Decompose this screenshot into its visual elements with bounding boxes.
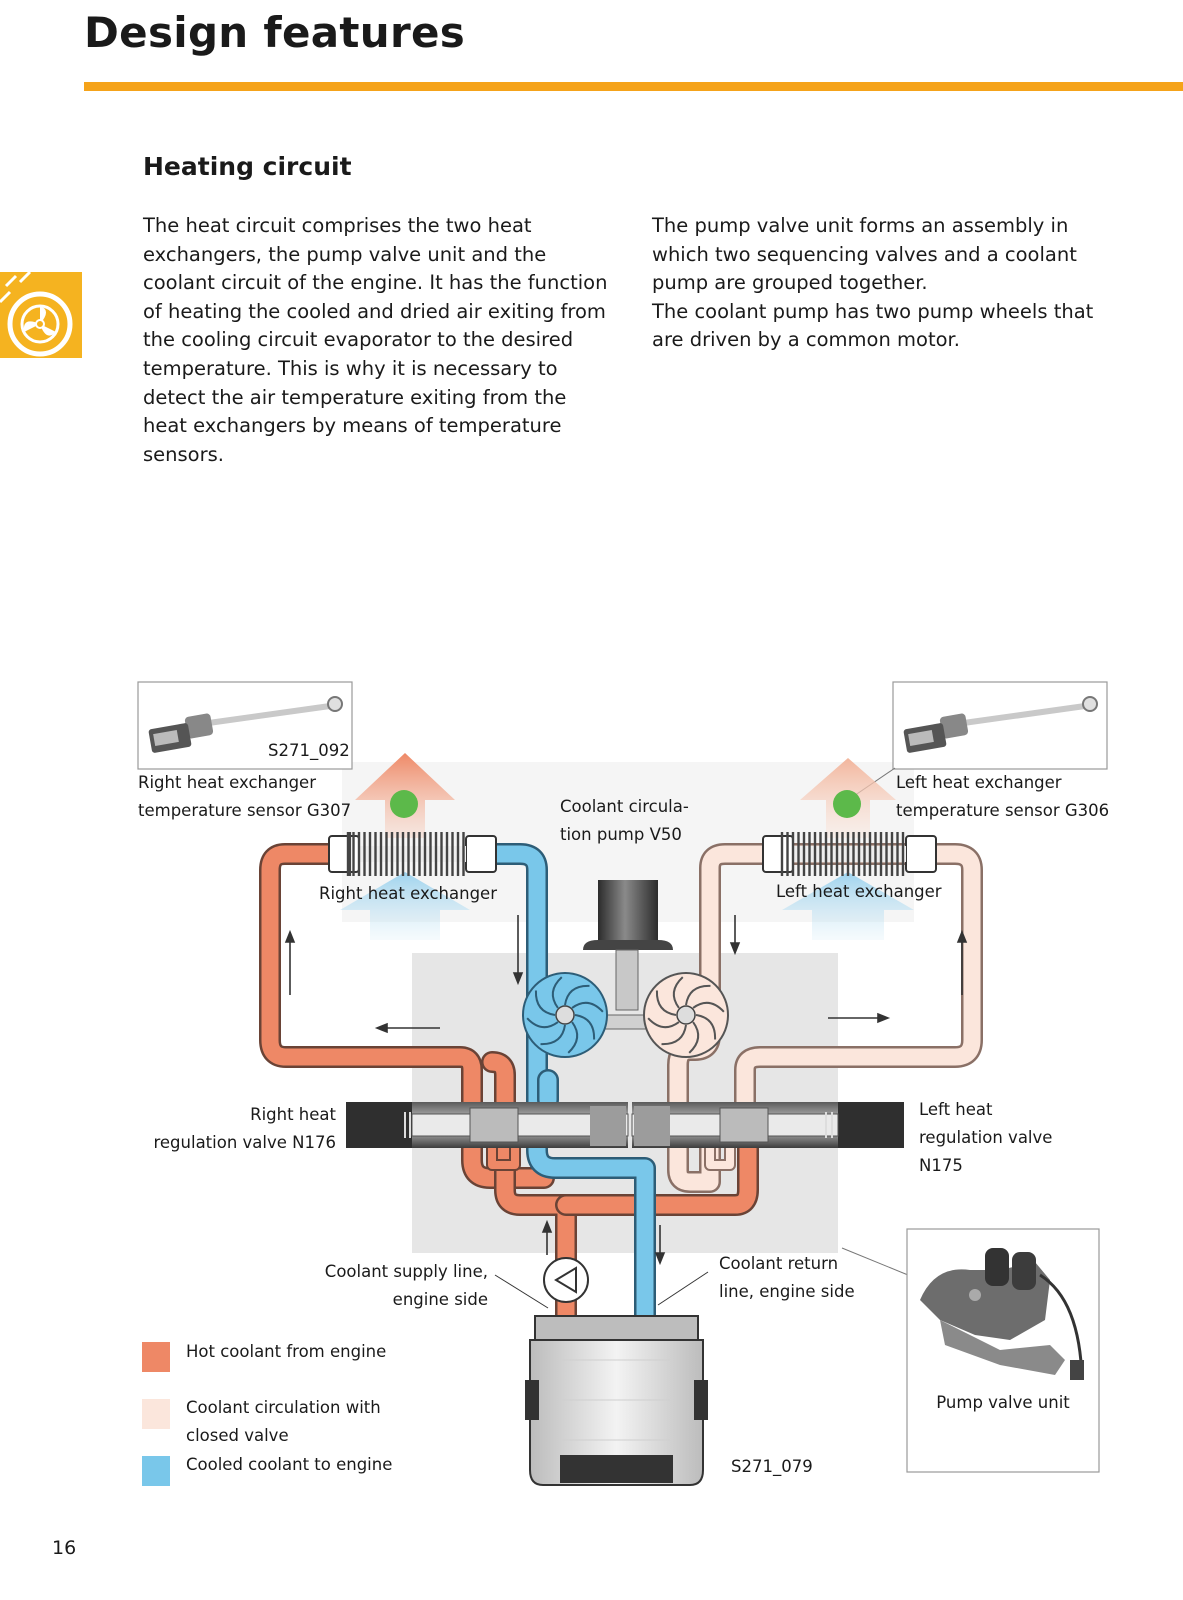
pump-label: Coolant circula- tion pump V50	[560, 793, 689, 849]
legend-label-closed: Coolant circulation with closed valve	[186, 1394, 381, 1450]
left-sensor-picture	[892, 681, 1108, 770]
pump-blade	[672, 976, 684, 1009]
page-title: Design features	[84, 8, 466, 57]
paragraph: The heat circuit comprises the two heat …	[143, 214, 608, 466]
label-line: Left heat	[919, 1100, 993, 1119]
left-valve-drawing	[631, 1102, 904, 1148]
label-line: regulation valve	[919, 1128, 1053, 1147]
pump-blade	[685, 984, 711, 1006]
figure-code: S271_079	[731, 1457, 813, 1476]
paragraph: The pump valve unit forms an assembly in…	[652, 214, 1077, 295]
left-sensor-label: Left heat exchanger temperature sensor G…	[896, 769, 1109, 825]
pump-blade	[661, 1024, 687, 1046]
right-exchanger-label: Right heat exchanger	[319, 884, 497, 903]
label-line: Hot coolant from engine	[186, 1342, 387, 1361]
supply-line-label: Coolant supply line, engine side	[300, 1258, 488, 1314]
return-line-label: Coolant return line, engine side	[719, 1250, 855, 1306]
label-line: engine side	[392, 1290, 488, 1309]
pump-blade	[647, 1017, 680, 1029]
label-line: closed valve	[186, 1426, 289, 1445]
label-line: temperature sensor G306	[896, 801, 1110, 820]
label-line: Cooled coolant to engine	[186, 1455, 393, 1474]
legend-swatch-hot	[142, 1342, 170, 1372]
right-sensor-picture	[137, 681, 353, 770]
legend-label-hot: Hot coolant from engine	[186, 1338, 386, 1366]
label-line: regulation valve N176	[153, 1133, 336, 1152]
label-line: temperature sensor G307	[138, 801, 352, 820]
pump-motor-drawing	[583, 880, 673, 1030]
pump-blade	[574, 1014, 596, 1040]
section-title: Heating circuit	[143, 152, 352, 181]
pump-blade	[540, 1024, 566, 1046]
pump-blade	[564, 984, 590, 1006]
legend-label-cooled: Cooled coolant to engine	[186, 1451, 392, 1479]
pump-valve-unit-picture	[906, 1228, 1100, 1473]
label-line: Right heat	[250, 1105, 336, 1124]
label-line: Coolant circulation with	[186, 1398, 381, 1417]
pump-blade	[695, 1014, 717, 1040]
label-line: tion pump V50	[560, 825, 682, 844]
engine-drawing	[525, 1315, 708, 1486]
label-line: line, engine side	[719, 1282, 855, 1301]
paragraph: The coolant pump has two pump wheels tha…	[652, 299, 1094, 352]
pump-blade	[571, 1001, 604, 1013]
pump-blade	[526, 1017, 559, 1029]
left-exchanger-label: Left heat exchanger	[776, 882, 942, 901]
label-line: Coolant supply line,	[324, 1262, 488, 1281]
pump-valve-unit-label: Pump valve unit	[936, 1393, 1070, 1412]
pump-blade	[534, 990, 556, 1016]
right-valve-label: Right heat regulation valve N176	[140, 1101, 336, 1157]
body-text-right: The pump valve unit forms an assembly in…	[652, 212, 1122, 355]
sensor-image-code: S271_092	[268, 741, 350, 760]
page-number: 16	[52, 1537, 77, 1559]
left-valve-label: Left heat regulation valve N175	[919, 1096, 1052, 1180]
warm-pump-wheel-drawing	[643, 972, 729, 1058]
label-line: Coolant return	[719, 1254, 839, 1273]
climate-fan-icon	[0, 272, 82, 358]
right-sensor-label: Right heat exchanger temperature sensor …	[138, 769, 351, 825]
right-valve-drawing	[346, 1102, 629, 1148]
legend-swatch-cooled	[142, 1456, 170, 1486]
legend-swatch-closed	[142, 1399, 170, 1429]
label-line: Coolant circula-	[560, 797, 689, 816]
body-text-left: The heat circuit comprises the two heat …	[143, 212, 613, 469]
pump-blade	[567, 1021, 579, 1054]
cold-pump-wheel-drawing	[522, 972, 608, 1058]
pump-blade	[551, 976, 563, 1009]
header-rule	[84, 82, 1183, 91]
label-line: Right heat exchanger	[138, 773, 316, 792]
pump-blade	[688, 1021, 700, 1054]
pump-blade	[692, 1001, 725, 1013]
pump-blade	[655, 990, 677, 1016]
label-line: N175	[919, 1156, 963, 1175]
label-line: Left heat exchanger	[896, 773, 1062, 792]
